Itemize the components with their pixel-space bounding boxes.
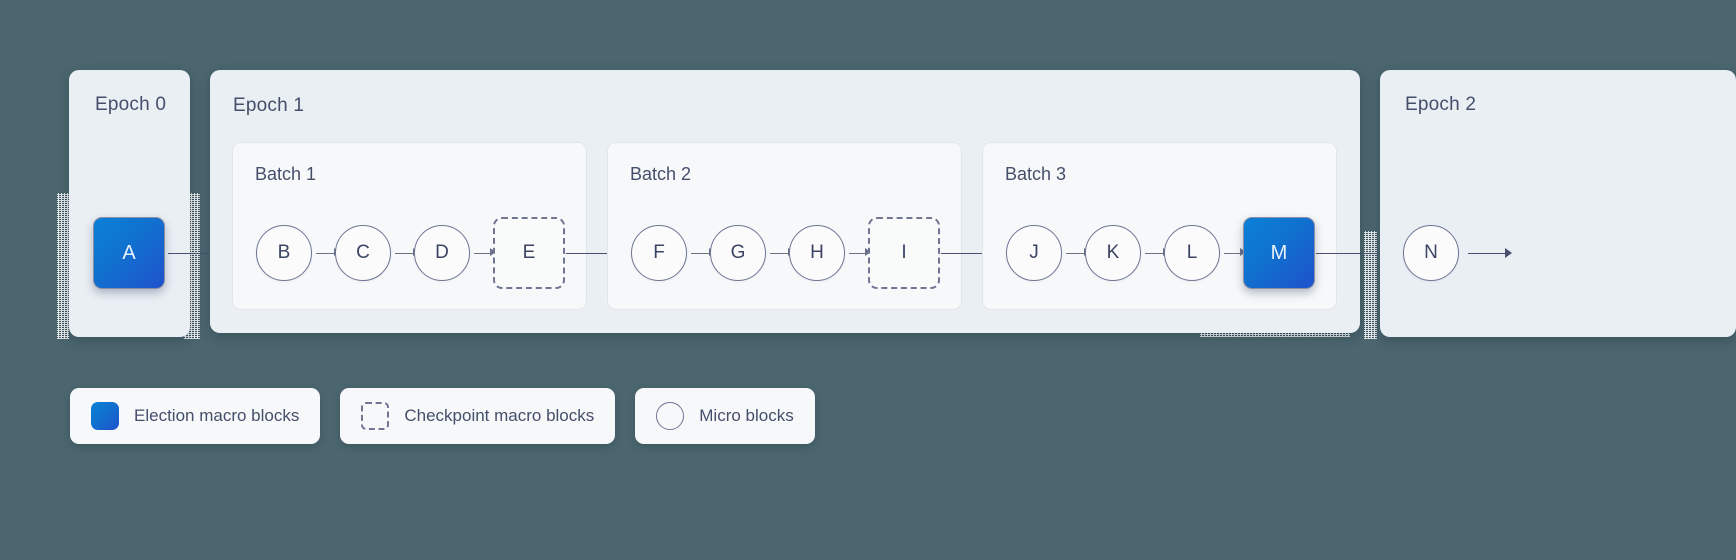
- block-E[interactable]: E: [493, 217, 565, 289]
- block-label-L: L: [1186, 242, 1198, 263]
- batch-label-3: Batch 3: [1005, 164, 1067, 184]
- block-G[interactable]: G: [710, 225, 766, 281]
- circle-outline-icon: [656, 402, 685, 430]
- block-label-E: E: [522, 242, 536, 263]
- block-label-A: A: [122, 241, 136, 264]
- legend: Election macro blocks Checkpoint macro b…: [70, 388, 815, 444]
- block-label-H: H: [810, 242, 824, 263]
- epoch-panel-2[interactable]: Epoch 2: [1380, 70, 1736, 337]
- block-label-M: M: [1270, 241, 1288, 264]
- texture-artifact-left: [57, 193, 69, 339]
- block-C[interactable]: C: [335, 225, 391, 281]
- block-label-J: J: [1029, 242, 1039, 263]
- epoch-panel-0[interactable]: Epoch 0: [69, 70, 190, 337]
- legend-label-election: Election macro blocks: [134, 406, 300, 425]
- block-L[interactable]: L: [1164, 225, 1220, 281]
- epoch-label-2: Epoch 2: [1405, 94, 1477, 115]
- filled-rounded-square-icon: [91, 402, 119, 430]
- block-I[interactable]: I: [868, 217, 940, 289]
- block-label-D: D: [435, 242, 449, 263]
- epoch-panel-1[interactable]: Epoch 1 Batch 1 B C D E: [210, 70, 1360, 333]
- legend-item-micro[interactable]: Micro blocks: [635, 388, 815, 444]
- dashed-rounded-square-icon: [361, 402, 390, 430]
- block-label-I: I: [901, 242, 907, 263]
- block-D[interactable]: D: [414, 225, 470, 281]
- block-label-C: C: [356, 242, 370, 263]
- block-J[interactable]: J: [1006, 225, 1062, 281]
- block-label-K: K: [1106, 242, 1120, 263]
- epoch-label-0: Epoch 0: [95, 94, 167, 115]
- block-N[interactable]: N: [1403, 225, 1459, 281]
- batch-label-1: Batch 1: [255, 164, 317, 184]
- block-label-F: F: [653, 242, 665, 263]
- block-A[interactable]: A: [93, 217, 165, 289]
- block-label-N: N: [1424, 242, 1438, 263]
- texture-artifact-epoch2-left: [1364, 231, 1377, 339]
- block-B[interactable]: B: [256, 225, 312, 281]
- legend-item-checkpoint[interactable]: Checkpoint macro blocks: [340, 388, 616, 444]
- legend-item-election[interactable]: Election macro blocks: [70, 388, 321, 444]
- block-label-B: B: [277, 242, 291, 263]
- legend-label-checkpoint: Checkpoint macro blocks: [404, 406, 595, 425]
- block-H[interactable]: H: [789, 225, 845, 281]
- legend-label-micro: Micro blocks: [699, 406, 794, 425]
- batch-label-2: Batch 2: [630, 164, 692, 184]
- block-label-G: G: [730, 242, 746, 263]
- epoch-label-1: Epoch 1: [233, 95, 305, 116]
- block-F[interactable]: F: [631, 225, 687, 281]
- block-M[interactable]: M: [1243, 217, 1315, 289]
- block-K[interactable]: K: [1085, 225, 1141, 281]
